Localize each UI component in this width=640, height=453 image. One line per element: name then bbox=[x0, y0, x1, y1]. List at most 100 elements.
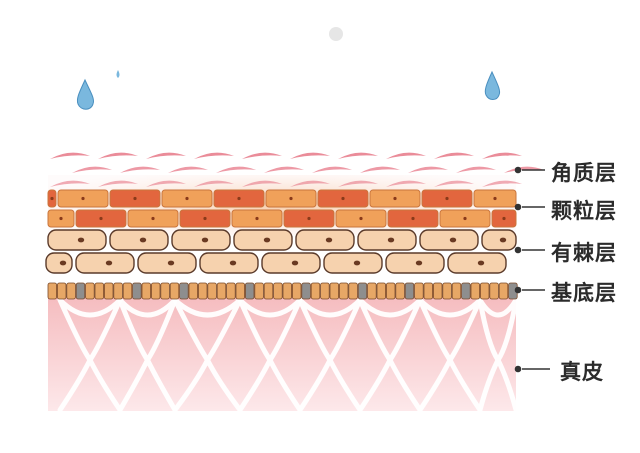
basal-cell bbox=[85, 282, 95, 300]
granular-nucleus bbox=[445, 196, 449, 201]
basal-cell bbox=[179, 282, 189, 300]
collagen-fiber bbox=[172, 297, 243, 413]
basal-cell bbox=[207, 282, 217, 300]
water-droplets bbox=[76, 27, 501, 110]
collagen-fiber bbox=[297, 297, 363, 413]
spinous-cell bbox=[481, 229, 517, 251]
label-dermis: 真皮 bbox=[560, 360, 604, 384]
spinous-cell bbox=[137, 252, 197, 274]
stratum-corneum-layer bbox=[50, 152, 544, 187]
dermis-layer bbox=[48, 296, 519, 413]
pointer-dot-corneum bbox=[514, 166, 522, 174]
corneum-flake bbox=[360, 166, 400, 173]
spinous-cell bbox=[233, 229, 293, 251]
basal-cell bbox=[75, 282, 86, 300]
basal-cell bbox=[66, 282, 76, 300]
corneum-flake bbox=[242, 152, 282, 159]
spinous-nucleus bbox=[139, 237, 147, 243]
basal-cell bbox=[141, 282, 152, 300]
corneum-flake bbox=[408, 166, 448, 173]
spinous-nucleus bbox=[229, 260, 237, 266]
basal-cell bbox=[498, 282, 509, 300]
spinous-cell bbox=[357, 229, 417, 251]
collagen-fiber bbox=[117, 297, 178, 413]
basal-cell bbox=[188, 282, 199, 300]
granular-nucleus bbox=[255, 216, 259, 221]
basal-cell bbox=[113, 282, 123, 300]
spinous-cell bbox=[261, 252, 321, 274]
collagen-fiber bbox=[357, 297, 423, 413]
spinous-cell bbox=[171, 229, 231, 251]
basal-cell bbox=[263, 282, 274, 300]
basal-cell bbox=[254, 282, 264, 300]
pointer-dot-spinous bbox=[514, 246, 522, 254]
spinous-cell bbox=[419, 229, 479, 251]
granular-nucleus bbox=[151, 216, 155, 221]
spinous-cell bbox=[447, 252, 507, 274]
basal-cell bbox=[94, 282, 105, 300]
basal-cell bbox=[150, 282, 161, 300]
basal-cell bbox=[47, 282, 58, 300]
basal-cell bbox=[226, 282, 236, 300]
basal-cell bbox=[404, 282, 415, 300]
corneum-flake bbox=[72, 166, 112, 173]
corneum-flake bbox=[98, 180, 138, 187]
label-stratum-spinosum: 有棘层 bbox=[551, 241, 617, 265]
faint-dot bbox=[329, 27, 343, 41]
corneum-flake bbox=[146, 180, 186, 187]
basal-cell bbox=[57, 282, 67, 300]
corneum-flake bbox=[98, 152, 138, 159]
corneum-flake bbox=[242, 180, 282, 187]
basal-cell bbox=[357, 282, 368, 300]
granular-nucleus bbox=[81, 196, 85, 201]
basal-cell bbox=[291, 282, 302, 300]
stratum-spinosum-layer bbox=[45, 229, 517, 274]
basal-cell bbox=[310, 282, 321, 300]
corneum-flake bbox=[290, 180, 330, 187]
corneum-flake bbox=[216, 166, 256, 173]
granular-nucleus bbox=[393, 196, 397, 201]
basal-cell bbox=[479, 282, 490, 300]
basal-cell bbox=[282, 282, 293, 300]
corneum-flake bbox=[194, 152, 234, 159]
corneum-flake bbox=[312, 166, 352, 173]
corneum-flake bbox=[434, 152, 474, 159]
pointer-lines bbox=[514, 166, 550, 373]
spinous-nucleus bbox=[387, 237, 395, 243]
collagen-fiber bbox=[417, 297, 483, 413]
spinous-nucleus bbox=[353, 260, 361, 266]
basal-cell bbox=[244, 282, 255, 300]
corneum-flake bbox=[434, 180, 474, 187]
basal-cell bbox=[376, 282, 387, 300]
label-stratum-corneum: 角质层 bbox=[551, 161, 617, 185]
spinous-cell bbox=[45, 252, 73, 274]
label-stratum-basale: 基底层 bbox=[551, 281, 617, 305]
stratum-granulosum-layer bbox=[47, 189, 517, 228]
corneum-flake bbox=[194, 180, 234, 187]
granular-nucleus bbox=[203, 216, 207, 221]
corneum-flake bbox=[168, 166, 208, 173]
stratum-basale-layer bbox=[47, 282, 518, 300]
granular-nucleus bbox=[493, 196, 497, 201]
granular-nucleus bbox=[463, 216, 467, 221]
spinous-nucleus bbox=[415, 260, 423, 266]
granular-nucleus bbox=[411, 216, 415, 221]
label-stratum-granulosum: 颗粒层 bbox=[551, 199, 617, 223]
granular-nucleus bbox=[99, 216, 103, 221]
water-droplet-right bbox=[484, 70, 501, 100]
granular-nucleus bbox=[502, 216, 506, 221]
corneum-flake bbox=[456, 166, 496, 173]
corneum-flake bbox=[50, 180, 90, 187]
basal-cell bbox=[301, 282, 311, 300]
basal-cell bbox=[470, 282, 481, 300]
spinous-nucleus bbox=[499, 237, 507, 243]
corneum-flake bbox=[264, 166, 304, 173]
basal-cell bbox=[461, 282, 471, 300]
pointer-dot-basal bbox=[514, 286, 522, 294]
pointer-dot-dermis bbox=[514, 365, 522, 373]
spinous-nucleus bbox=[325, 237, 333, 243]
collagen-fiber bbox=[237, 297, 303, 413]
collagen-fiber bbox=[57, 297, 123, 413]
basal-cell bbox=[432, 282, 443, 300]
spinous-nucleus bbox=[477, 260, 485, 266]
